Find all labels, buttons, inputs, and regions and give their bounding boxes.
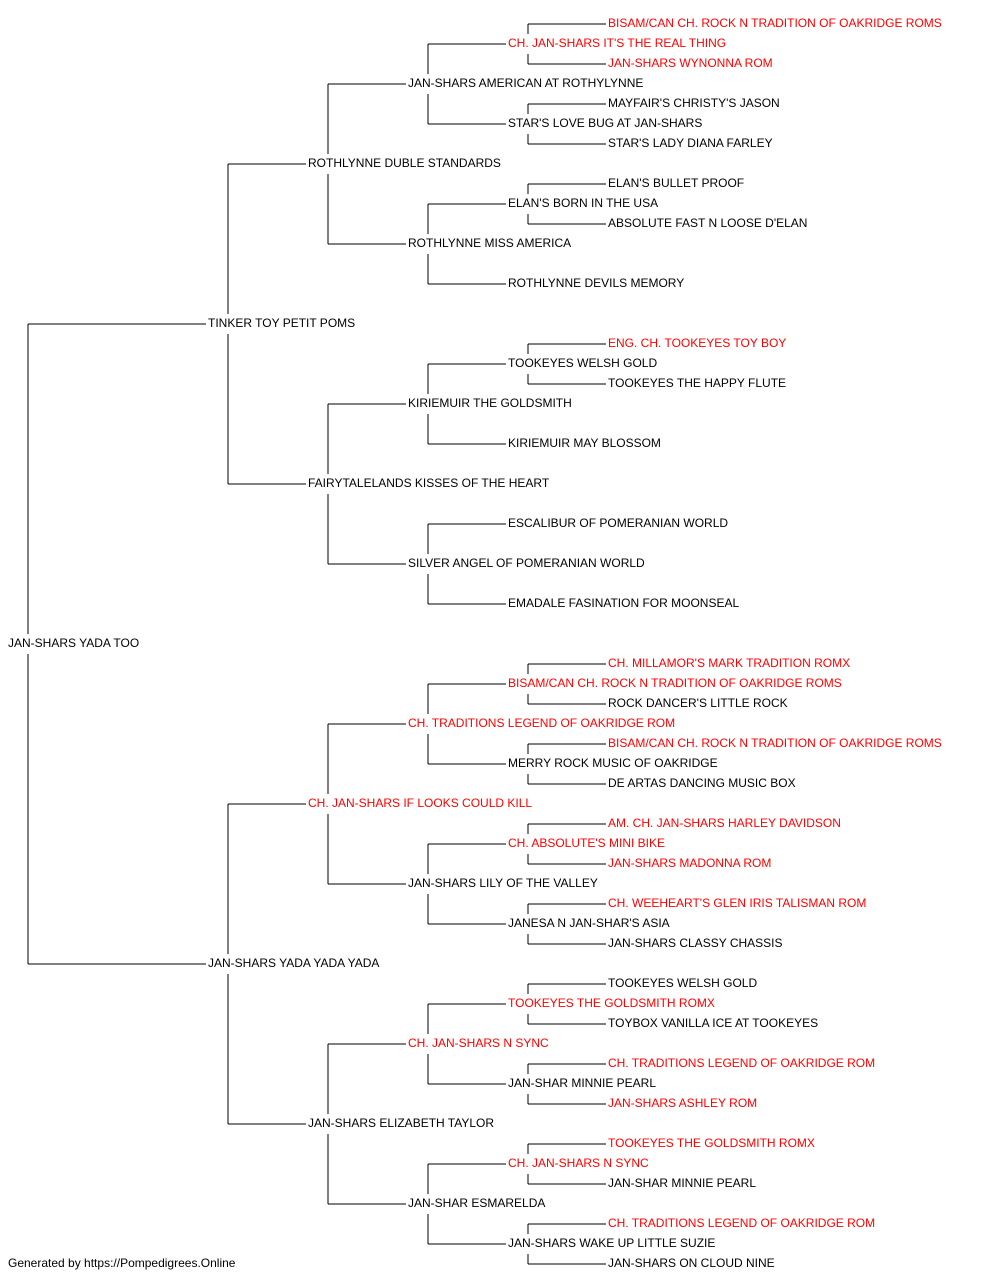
- dog-name-gen0[interactable]: JAN-SHARS YADA TOO: [8, 636, 139, 650]
- dog-name-gen3[interactable]: CH. TRADITIONS LEGEND OF OAKRIDGE ROM: [408, 716, 675, 730]
- dog-name-gen3[interactable]: ROTHLYNNE MISS AMERICA: [408, 236, 571, 250]
- dog-name-gen5[interactable]: JAN-SHARS ASHLEY ROM: [608, 1096, 757, 1110]
- dog-name-gen5[interactable]: JAN-SHARS CLASSY CHASSIS: [608, 936, 783, 950]
- dog-name-gen4[interactable]: ESCALIBUR OF POMERANIAN WORLD: [508, 516, 728, 530]
- dog-name-gen4[interactable]: CH. ABSOLUTE'S MINI BIKE: [508, 836, 665, 850]
- dog-name-gen4[interactable]: JAN-SHAR MINNIE PEARL: [508, 1076, 656, 1090]
- dog-name-gen5[interactable]: CH. WEEHEART'S GLEN IRIS TALISMAN ROM: [608, 896, 866, 910]
- dog-name-gen1[interactable]: TINKER TOY PETIT POMS: [208, 316, 355, 330]
- dog-name-gen5[interactable]: ABSOLUTE FAST N LOOSE D'ELAN: [608, 216, 807, 230]
- dog-name-gen5[interactable]: BISAM/CAN CH. ROCK N TRADITION OF OAKRID…: [608, 16, 942, 30]
- dog-name-gen4[interactable]: JAN-SHARS WAKE UP LITTLE SUZIE: [508, 1236, 715, 1250]
- dog-name-gen4[interactable]: TOOKEYES THE GOLDSMITH ROMX: [508, 996, 715, 1010]
- dog-name-gen1[interactable]: JAN-SHARS YADA YADA YADA: [208, 956, 379, 970]
- dog-name-gen4[interactable]: ROTHLYNNE DEVILS MEMORY: [508, 276, 684, 290]
- dog-name-gen5[interactable]: MAYFAIR'S CHRISTY'S JASON: [608, 96, 780, 110]
- dog-name-gen5[interactable]: TOOKEYES WELSH GOLD: [608, 976, 757, 990]
- dog-name-gen5[interactable]: JAN-SHARS ON CLOUD NINE: [608, 1256, 775, 1270]
- dog-name-gen5[interactable]: ENG. CH. TOOKEYES TOY BOY: [608, 336, 786, 350]
- dog-name-gen5[interactable]: JAN-SHARS MADONNA ROM: [608, 856, 771, 870]
- dog-name-gen5[interactable]: TOOKEYES THE HAPPY FLUTE: [608, 376, 786, 390]
- dog-name-gen5[interactable]: CH. TRADITIONS LEGEND OF OAKRIDGE ROM: [608, 1216, 875, 1230]
- generated-by-footer: Generated by https://Pompedigrees.Online: [8, 1256, 236, 1270]
- dog-name-gen2[interactable]: FAIRYTALELANDS KISSES OF THE HEART: [308, 476, 550, 490]
- dog-name-gen5[interactable]: TOYBOX VANILLA ICE AT TOOKEYES: [608, 1016, 818, 1030]
- dog-name-gen2[interactable]: CH. JAN-SHARS IF LOOKS COULD KILL: [308, 796, 532, 810]
- dog-name-gen5[interactable]: CH. MILLAMOR'S MARK TRADITION ROMX: [608, 656, 850, 670]
- dog-name-gen5[interactable]: BISAM/CAN CH. ROCK N TRADITION OF OAKRID…: [608, 736, 942, 750]
- dog-name-gen5[interactable]: AM. CH. JAN-SHARS HARLEY DAVIDSON: [608, 816, 841, 830]
- dog-name-gen3[interactable]: CH. JAN-SHARS N SYNC: [408, 1036, 549, 1050]
- dog-name-gen4[interactable]: MERRY ROCK MUSIC OF OAKRIDGE: [508, 756, 718, 770]
- dog-name-gen3[interactable]: JAN-SHARS AMERICAN AT ROTHYLYNNE: [408, 76, 643, 90]
- dog-name-gen4[interactable]: TOOKEYES WELSH GOLD: [508, 356, 657, 370]
- dog-name-gen4[interactable]: KIRIEMUIR MAY BLOSSOM: [508, 436, 661, 450]
- dog-name-gen2[interactable]: ROTHLYNNE DUBLE STANDARDS: [308, 156, 501, 170]
- dog-name-gen4[interactable]: CH. JAN-SHARS IT'S THE REAL THING: [508, 36, 726, 50]
- dog-name-gen5[interactable]: DE ARTAS DANCING MUSIC BOX: [608, 776, 796, 790]
- dog-name-gen4[interactable]: CH. JAN-SHARS N SYNC: [508, 1156, 649, 1170]
- dog-name-gen5[interactable]: TOOKEYES THE GOLDSMITH ROMX: [608, 1136, 815, 1150]
- dog-name-gen4[interactable]: JANESA N JAN-SHAR'S ASIA: [508, 916, 670, 930]
- dog-name-gen3[interactable]: JAN-SHARS LILY OF THE VALLEY: [408, 876, 598, 890]
- dog-name-gen5[interactable]: CH. TRADITIONS LEGEND OF OAKRIDGE ROM: [608, 1056, 875, 1070]
- dog-name-gen4[interactable]: STAR'S LOVE BUG AT JAN-SHARS: [508, 116, 702, 130]
- dog-name-gen4[interactable]: BISAM/CAN CH. ROCK N TRADITION OF OAKRID…: [508, 676, 842, 690]
- dog-name-gen5[interactable]: STAR'S LADY DIANA FARLEY: [608, 136, 773, 150]
- dog-name-gen3[interactable]: SILVER ANGEL OF POMERANIAN WORLD: [408, 556, 645, 570]
- dog-name-gen5[interactable]: JAN-SHAR MINNIE PEARL: [608, 1176, 756, 1190]
- dog-name-gen2[interactable]: JAN-SHARS ELIZABETH TAYLOR: [308, 1116, 494, 1130]
- dog-name-gen5[interactable]: JAN-SHARS WYNONNA ROM: [608, 56, 773, 70]
- dog-name-gen3[interactable]: KIRIEMUIR THE GOLDSMITH: [408, 396, 572, 410]
- dog-name-gen4[interactable]: EMADALE FASINATION FOR MOONSEAL: [508, 596, 739, 610]
- dog-name-gen5[interactable]: ROCK DANCER'S LITTLE ROCK: [608, 696, 788, 710]
- dog-name-gen3[interactable]: JAN-SHAR ESMARELDA: [408, 1196, 545, 1210]
- dog-name-gen5[interactable]: ELAN'S BULLET PROOF: [608, 176, 744, 190]
- dog-name-gen4[interactable]: ELAN'S BORN IN THE USA: [508, 196, 658, 210]
